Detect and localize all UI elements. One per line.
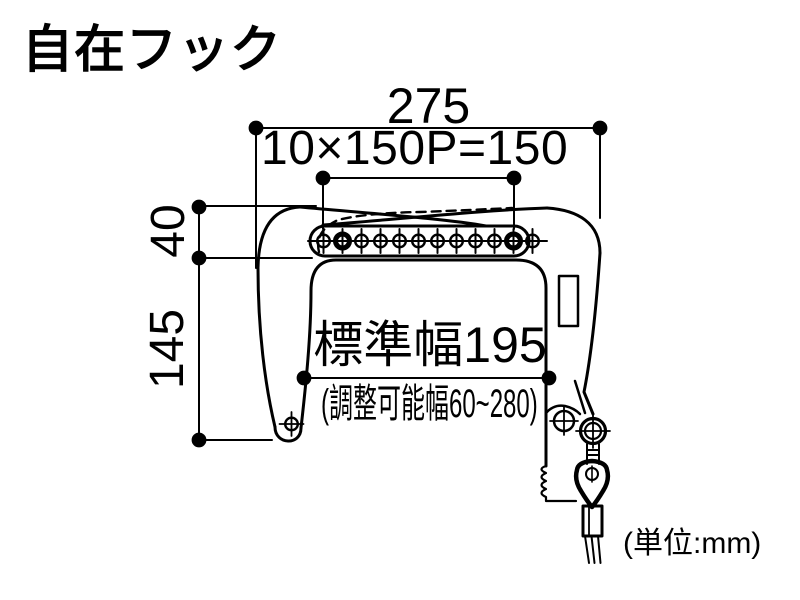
dim-dot (296, 370, 312, 386)
dim-dot (191, 250, 207, 266)
dim-label-adjustable-range: (調整可能幅60~280) (321, 382, 538, 426)
dim-dot (315, 170, 331, 186)
swage-sleeve (581, 504, 604, 538)
dim-dot (191, 432, 207, 448)
pivot-crosshair (575, 413, 611, 449)
link-plates (586, 443, 600, 465)
dim-dot (506, 170, 522, 186)
dim-dot (248, 120, 264, 136)
dim-label-standard-width: 標準幅195 (313, 317, 547, 373)
hole-slot-stadium (308, 224, 531, 258)
body-top-right-corner (545, 206, 602, 255)
body-right-edge (582, 251, 602, 416)
dim-dot (191, 199, 207, 215)
leg-hole (278, 411, 305, 437)
adjustment-holes (316, 228, 541, 254)
inner-opening (299, 258, 548, 468)
top-edge-position1 (298, 205, 488, 228)
adjustment-hole-row (307, 228, 548, 254)
spring-and-bottom-edge (540, 464, 578, 503)
dim-dot (592, 120, 608, 136)
leg-bottom-u (273, 425, 303, 443)
dim-label-top-offset: 40 (142, 204, 195, 258)
body-left-edge (256, 205, 302, 429)
dim-label-leg-height: 145 (141, 308, 194, 390)
side-slot (557, 274, 580, 328)
thimble-eye (573, 458, 611, 510)
wire-hook-assembly (540, 379, 611, 564)
top-edge-position2 (321, 206, 549, 227)
dimension-lines (191, 120, 608, 448)
dim-label-hole-pitch: 10×150P=150 (261, 122, 569, 175)
sheave-bracket (544, 404, 582, 416)
sheave-crosshair (549, 406, 579, 436)
unit-note: (単位:mm) (623, 527, 762, 560)
dim-label-overall-width: 275 (386, 78, 471, 134)
bracket-arm (573, 379, 587, 415)
drawing-title: 自在フック (22, 21, 283, 78)
wire-rope (584, 535, 602, 564)
